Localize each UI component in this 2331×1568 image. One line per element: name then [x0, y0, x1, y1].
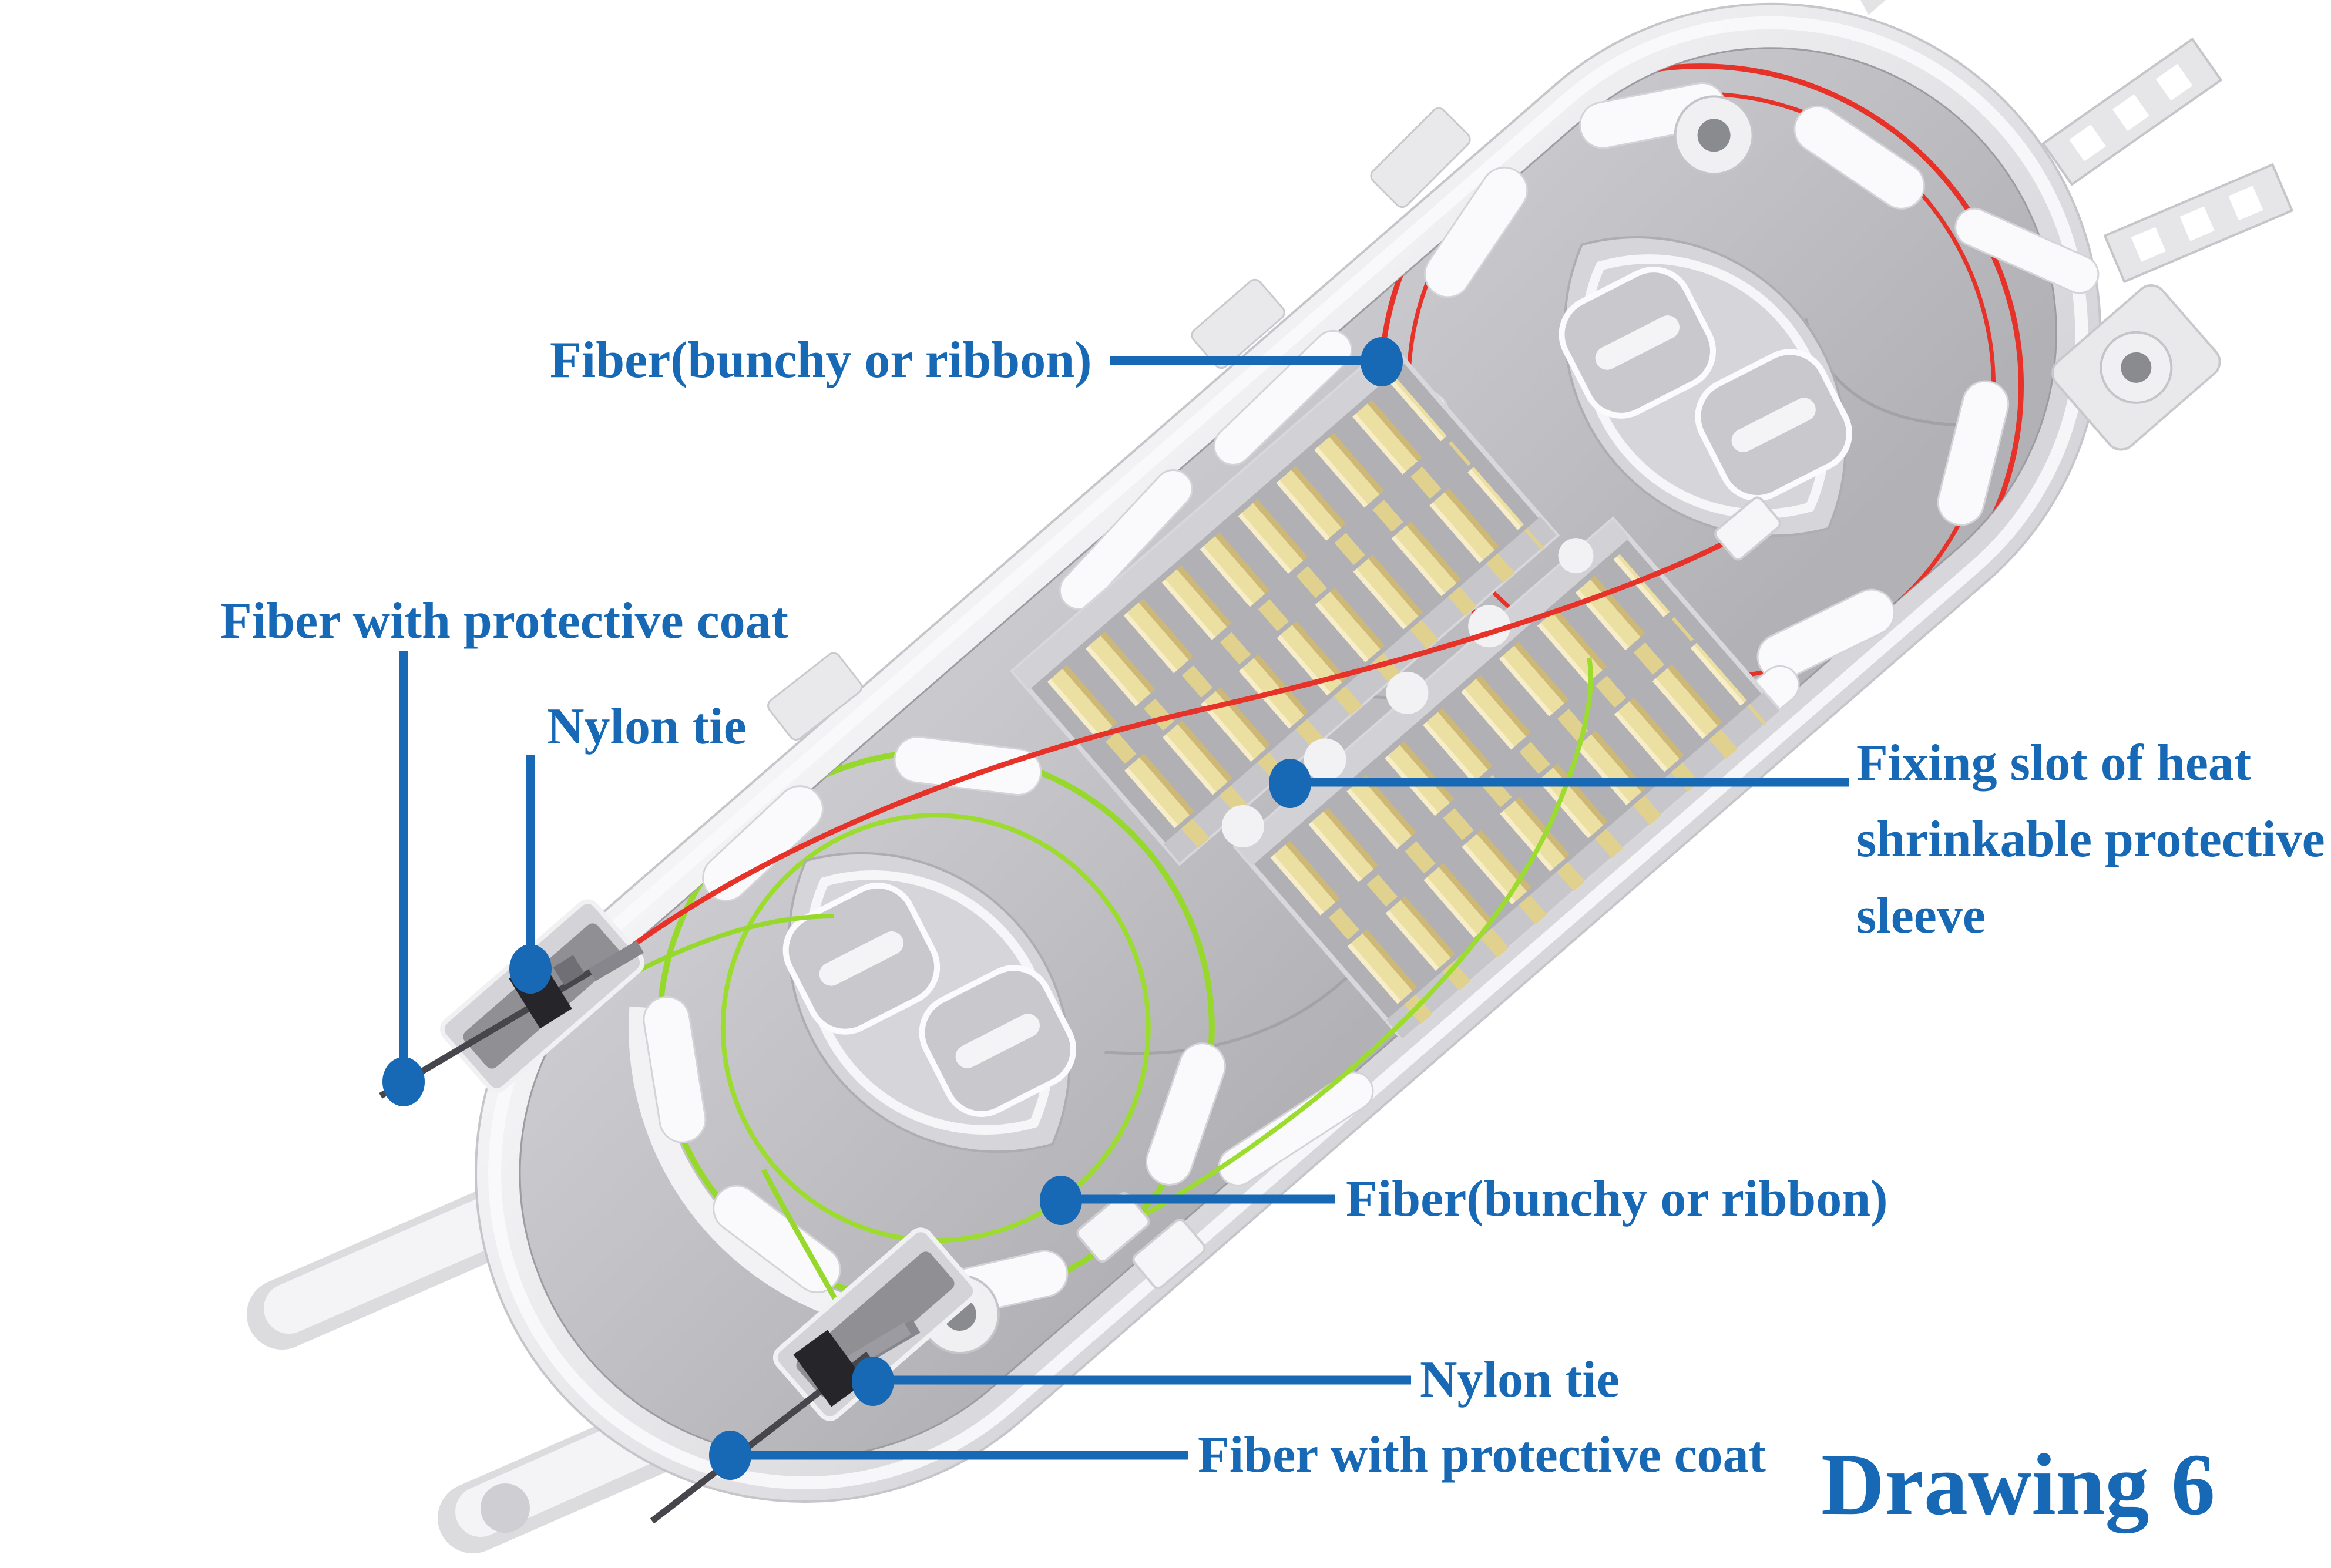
leader-dot-icon	[709, 1431, 751, 1480]
label-nylon-tie-left: Nylon tie	[547, 698, 747, 755]
leader-dots	[382, 337, 1403, 1480]
label-fiber-coat-left: Fiber with protective coat	[220, 593, 788, 650]
drawing-title: Drawing 6	[1821, 1436, 2215, 1533]
label-nylon-tie-bottom: Nylon tie	[1420, 1351, 1620, 1408]
label-fixing-slot: Fixing slot of heat shrinkable protectiv…	[1856, 725, 2325, 954]
leader-dot-icon	[1361, 337, 1403, 386]
leader-dot-icon	[1269, 759, 1311, 808]
leader-dot-icon	[509, 944, 552, 994]
label-fixing-slot-line2: shrinkable protective	[1856, 811, 2325, 868]
label-fiber-bunchy-bottom: Fiber(bunchy or ribbon)	[1346, 1170, 1888, 1227]
leader-dot-icon	[852, 1357, 894, 1406]
rim-tabs	[767, 107, 1471, 741]
heat-shrink-sleeve-holder-1	[1009, 340, 1560, 866]
splice-comb	[1042, 378, 1447, 745]
label-fixing-slot-line1: Fixing slot of heat	[1856, 735, 2252, 792]
fiber-sheath	[588, 940, 644, 981]
rail-notches	[1221, 538, 1594, 847]
red-fiber-path	[590, 526, 1752, 978]
label-fiber-bunchy-top: Fiber(bunchy or ribbon)	[550, 332, 1092, 389]
fiber-clamps	[1076, 496, 1781, 1290]
label-fiber-coat-bottom: Fiber with protective coat	[1198, 1426, 1766, 1483]
label-fixing-slot-line3: sleeve	[1856, 887, 1986, 944]
leader-dot-icon	[1040, 1176, 1082, 1225]
splice-tray-body	[475, 0, 2294, 1503]
cable-entry-lower	[650, 1227, 978, 1524]
leader-lines	[399, 356, 1849, 1460]
splice-comb	[1265, 554, 1670, 920]
fiber-spool-lower	[782, 852, 1077, 1153]
splice-comb	[1342, 642, 1747, 1009]
fiber-spool-upper	[1559, 235, 1852, 537]
green-fiber-cross	[1144, 657, 1593, 1217]
splice-comb	[1119, 467, 1524, 833]
nylon-tie-lower	[793, 1330, 866, 1407]
arm-peg	[481, 1483, 530, 1533]
leader-dot-icon	[382, 1057, 425, 1106]
hinge-racks	[1832, 0, 2294, 284]
